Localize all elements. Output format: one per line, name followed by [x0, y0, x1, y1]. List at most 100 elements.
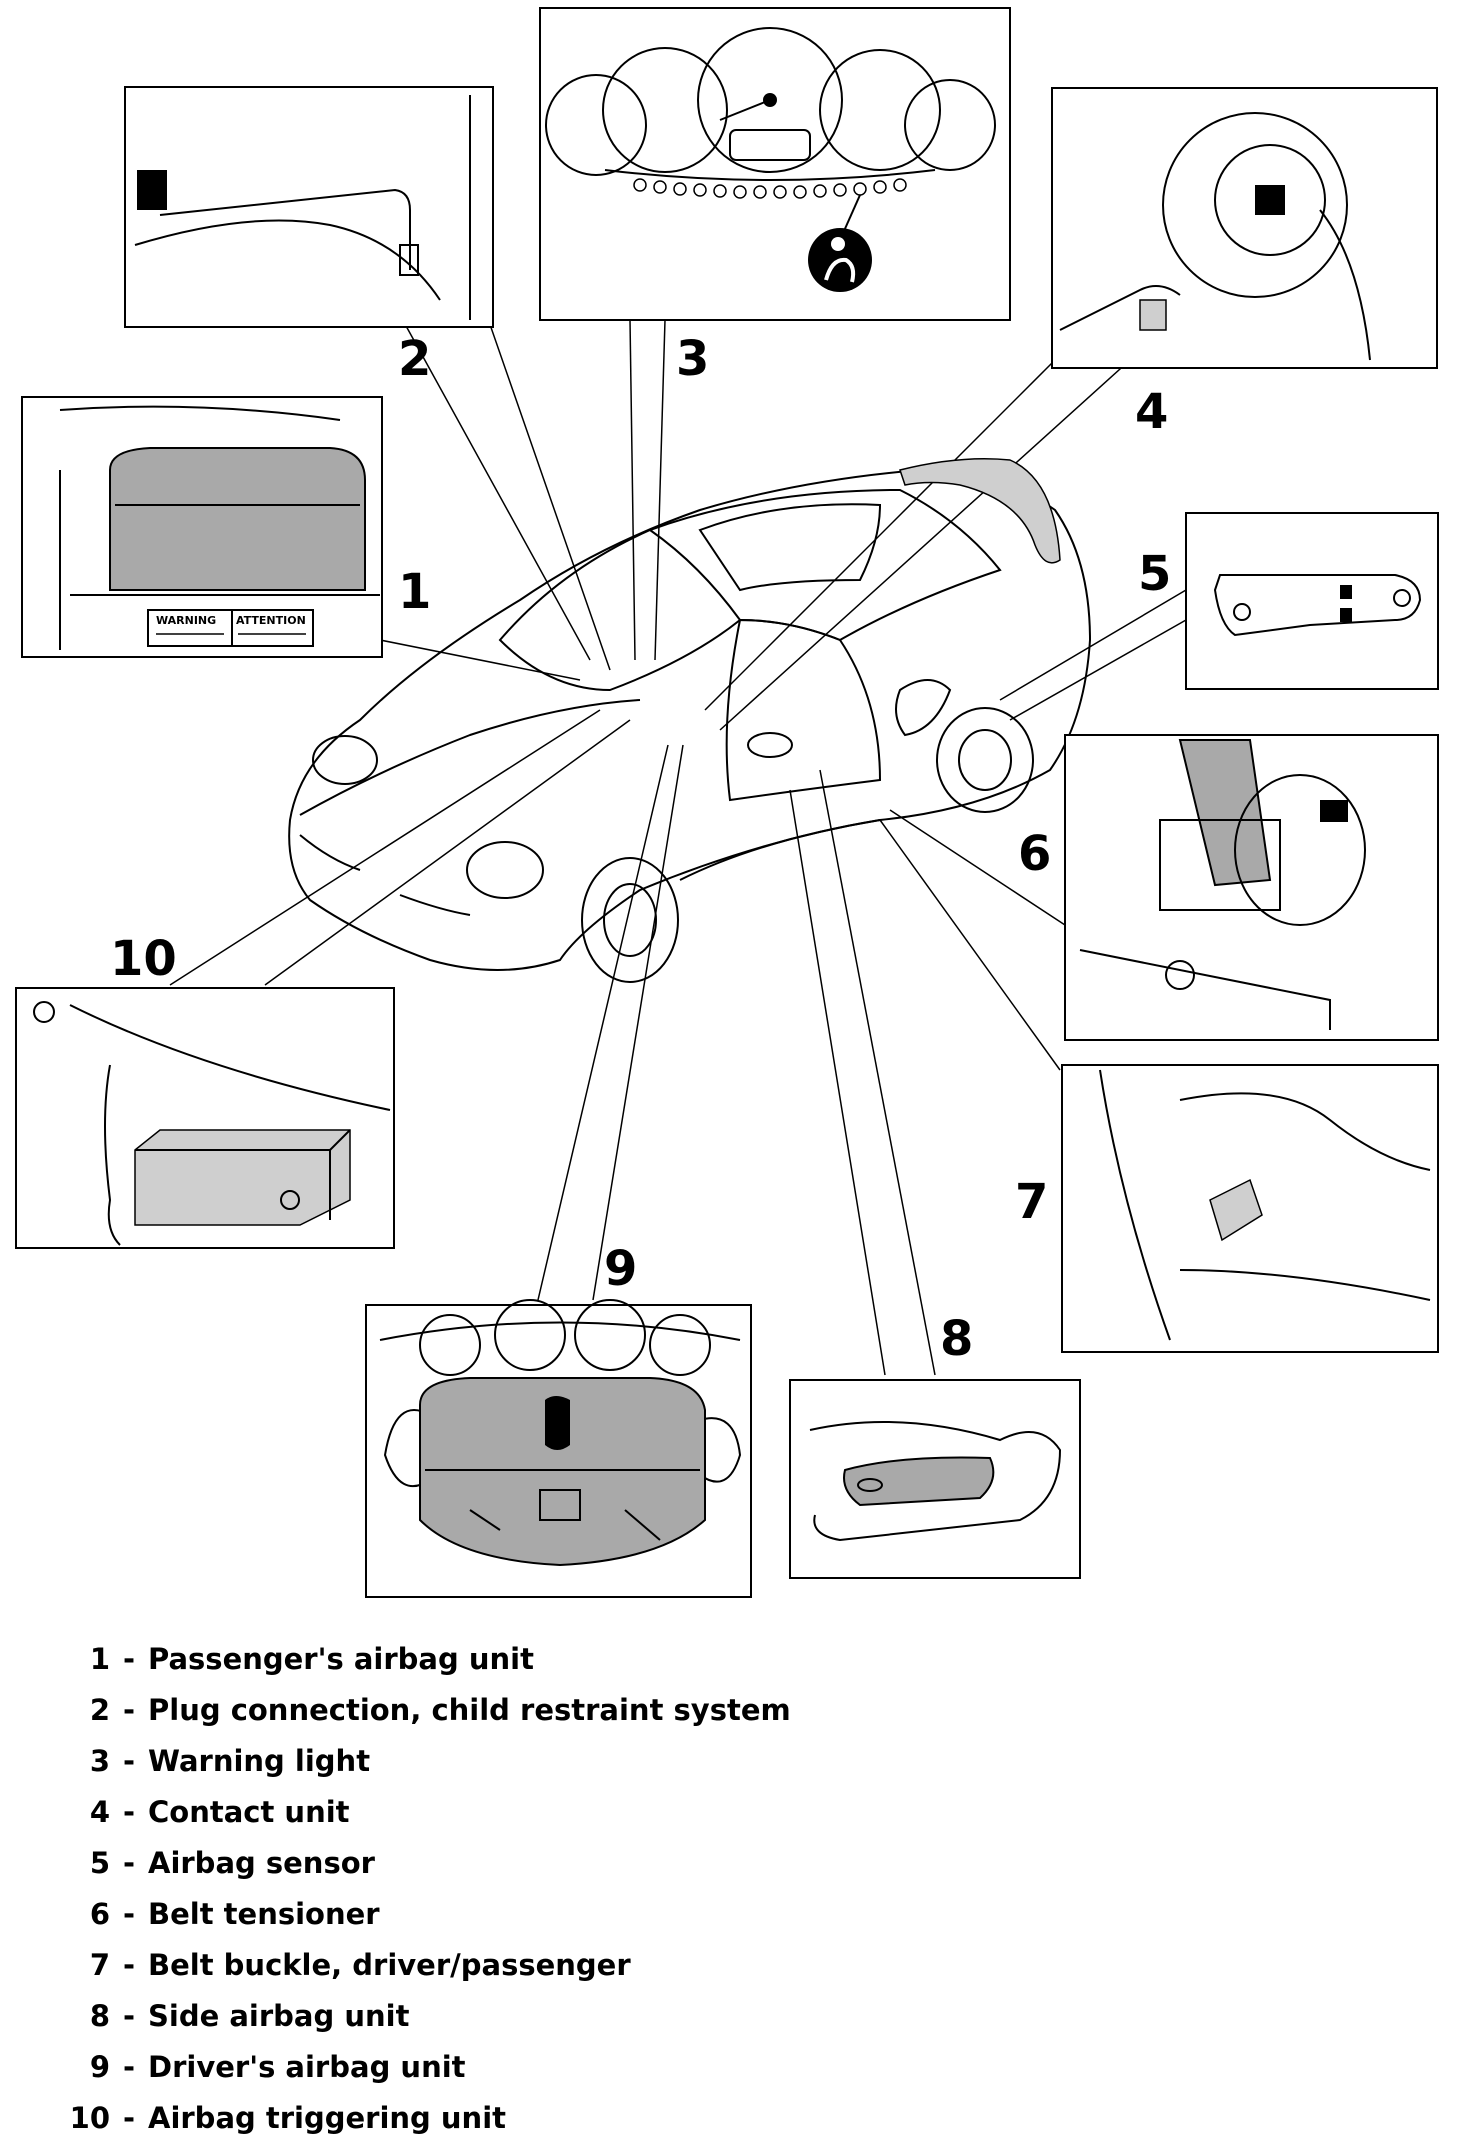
leader-2a	[399, 314, 591, 661]
wiring-harness	[104, 1064, 121, 1246]
inset-7-belt-buckle	[1061, 1064, 1439, 1353]
leader-9a	[537, 744, 669, 1301]
legend-number: 1	[89, 1642, 110, 1676]
legend-separator: -	[122, 1642, 136, 1676]
tensioner-housing	[1159, 819, 1281, 911]
cluster-hood	[604, 169, 936, 181]
callout-10: 10	[110, 931, 177, 987]
mount-hole-left	[1233, 603, 1251, 621]
legend-separator: -	[122, 1999, 136, 2033]
leader-8a	[819, 769, 936, 1376]
airbag-logo	[539, 1489, 581, 1521]
sensor-pin-2	[1340, 608, 1352, 622]
plug-cable	[159, 188, 411, 270]
inset-6-belt-tensioner	[1064, 734, 1439, 1041]
side-mirror	[747, 732, 793, 758]
legend-text: Contact unit	[148, 1795, 350, 1829]
inset-2-frame	[124, 86, 494, 328]
sensor-pin-1	[1340, 585, 1352, 599]
legend-item: 6 - Belt tensioner	[40, 1897, 940, 1948]
legend-text: Belt tensioner	[148, 1897, 380, 1931]
legend-item: 2 - Plug connection, child restraint sys…	[40, 1693, 940, 1744]
wiper-stalk	[1059, 285, 1181, 331]
sill-line	[679, 819, 881, 881]
legend-item: 3 - Warning light	[40, 1744, 940, 1795]
attention-text: ATTENTION	[236, 614, 306, 627]
legend-number: 9	[89, 2050, 110, 2084]
legend-text: Plug connection, child restraint system	[148, 1693, 791, 1727]
leader-10a	[169, 709, 601, 986]
callout-4: 4	[1135, 384, 1168, 440]
callout-3: 3	[676, 331, 709, 387]
inset-2-plug-connection	[124, 86, 494, 328]
spoke-line-left	[469, 1509, 501, 1531]
gauge-tacho	[697, 27, 843, 173]
inset-3-frame	[539, 7, 1011, 321]
box-corner	[329, 1129, 351, 1151]
legend-number: 5	[89, 1846, 110, 1880]
gauge-4	[649, 1314, 711, 1376]
legend-number: 4	[89, 1795, 110, 1829]
front-wheel-rim	[603, 883, 657, 957]
inset-1-passenger-airbag: WARNING ATTENTION	[21, 396, 383, 658]
leader-2b	[477, 289, 611, 671]
roof	[649, 488, 1002, 642]
legend-text: Passenger's airbag unit	[148, 1642, 534, 1676]
leader-3a	[629, 319, 636, 661]
legend-separator: -	[122, 2050, 136, 2084]
legend-number: 2	[89, 1693, 110, 1727]
side-airbag-cover	[843, 1456, 995, 1507]
callout-1: 1	[398, 564, 431, 620]
mount-bolt	[1165, 960, 1195, 990]
leader-9b	[592, 744, 684, 1301]
right-headlight	[466, 841, 544, 899]
belt-webbing	[1178, 739, 1272, 887]
mount-hole-right	[1393, 589, 1411, 607]
gauge-right-outer	[904, 79, 996, 171]
inset-3-warning-light	[539, 7, 1011, 321]
leader-5b	[1009, 619, 1187, 721]
legend-text: Side airbag unit	[148, 1999, 410, 2033]
tacho-needle	[719, 99, 771, 121]
callout-7: 7	[1015, 1174, 1048, 1230]
inset-4-contact-unit	[1051, 87, 1438, 369]
indicator-lamps	[633, 178, 907, 199]
callout-9: 9	[604, 1241, 637, 1297]
legend-separator: -	[122, 1693, 136, 1727]
legend-number: 8	[89, 1999, 110, 2033]
legend-separator: -	[122, 1795, 136, 1829]
legend-text: Airbag sensor	[148, 1846, 375, 1880]
floor-line	[69, 1004, 391, 1111]
rear-spoiler	[899, 458, 1061, 564]
legend-separator: -	[122, 1897, 136, 1931]
legend-item: 4 - Contact unit	[40, 1795, 940, 1846]
side-intake	[895, 679, 952, 737]
legend-separator: -	[122, 1846, 136, 1880]
left-headlight	[312, 735, 378, 785]
dash-top-line	[59, 405, 341, 421]
dash-curve	[134, 219, 441, 301]
console-top	[1179, 1092, 1431, 1171]
legend-separator: -	[122, 2101, 136, 2135]
contact-ring	[1214, 144, 1326, 256]
legend-text: Warning light	[148, 1744, 371, 1778]
console-bottom	[1179, 1269, 1431, 1301]
tacho-display	[729, 129, 811, 161]
legend-text: Driver's airbag unit	[148, 2050, 466, 2084]
stalk-tip	[1139, 299, 1167, 331]
legend-separator: -	[122, 1948, 136, 1982]
gauge-left-outer	[545, 74, 647, 176]
legend-number: 7	[89, 1948, 110, 1982]
leader-5a	[999, 589, 1187, 701]
parts-legend: 1 - Passenger's airbag unit 2 - Plug con…	[40, 1642, 940, 2152]
mount-bracket	[1079, 949, 1331, 1030]
legend-separator: -	[122, 1744, 136, 1778]
leader-lines	[169, 289, 1187, 1376]
triggering-unit-box	[134, 1129, 351, 1226]
steering-column	[1162, 112, 1348, 298]
tensioner-connector	[1320, 800, 1348, 822]
legend-number: 3	[89, 1744, 110, 1778]
legend-text: Belt buckle, driver/passenger	[148, 1948, 631, 1982]
legend-item: 10 - Airbag triggering unit	[40, 2101, 940, 2152]
front-intake	[299, 834, 361, 871]
